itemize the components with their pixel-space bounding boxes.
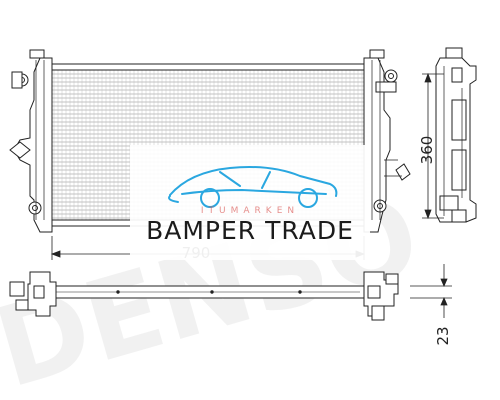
top-view	[9, 271, 399, 321]
right-tank	[363, 57, 391, 233]
left-tank	[13, 57, 53, 233]
depth-dimension-label: 23	[434, 326, 452, 345]
car-silhouette-icon	[168, 166, 338, 208]
height-dimension-label: 360	[418, 136, 436, 165]
height-dimension	[422, 72, 444, 220]
overlay-logo-subtitle: ITUMARKEN	[200, 206, 300, 216]
depth-dimension	[410, 264, 452, 318]
side-view	[435, 47, 477, 223]
overlay-logo-title: BAMPER TRADE	[146, 216, 354, 245]
top-rail	[51, 63, 365, 71]
overlay-logo-panel	[130, 145, 370, 260]
